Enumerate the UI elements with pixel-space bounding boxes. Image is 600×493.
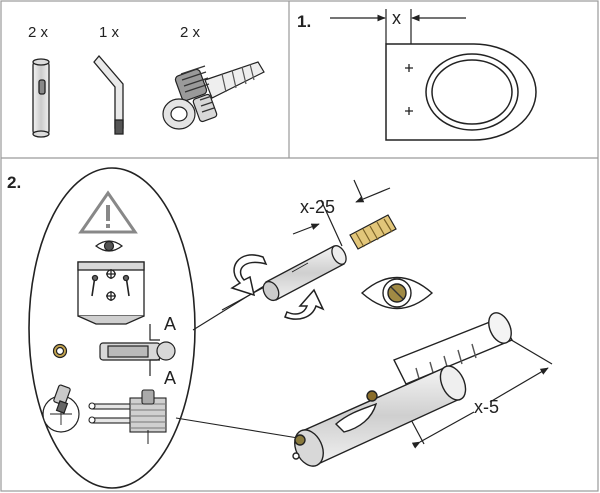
dimension-x-25: x-25: [300, 197, 335, 217]
parts-panel: 2 x 1 x 2 x: [28, 24, 265, 138]
sleeve-mid: [262, 245, 347, 302]
hex-key-quantity: 1 x: [99, 24, 120, 41]
threaded-bolt: [349, 214, 397, 250]
sleeve-quantity: 2 x: [28, 24, 49, 41]
dimension-x-5: x-5: [474, 397, 499, 417]
fixing-quantity: 2 x: [180, 24, 201, 41]
section-marker-bottom: A: [164, 368, 176, 388]
rotate-arrow-icon: [230, 254, 325, 320]
warning-icon: [78, 190, 138, 234]
step1-number: 1.: [297, 12, 311, 31]
eye-icon: [95, 240, 123, 252]
mounting-block: [77, 261, 145, 325]
sleeve-icon: [32, 58, 50, 138]
rotating-knob: [52, 343, 68, 359]
step2-number: 2.: [7, 173, 21, 192]
seat-fixing-assembly: [292, 312, 513, 467]
eye-icon-large: [360, 276, 434, 310]
step1-dimension-label: x: [392, 8, 401, 28]
mounting-hole-view: [42, 384, 80, 433]
hex-key-icon: [93, 54, 124, 135]
section-bolt: [99, 324, 176, 376]
section-marker-top: A: [164, 314, 176, 334]
fixings-side-view: [88, 389, 167, 444]
toilet-seat-outline: [385, 43, 537, 141]
step1-panel: 1. x: [297, 8, 537, 141]
fixing-bolt-icon: [162, 61, 265, 130]
step2-panel: 2.: [7, 167, 553, 489]
